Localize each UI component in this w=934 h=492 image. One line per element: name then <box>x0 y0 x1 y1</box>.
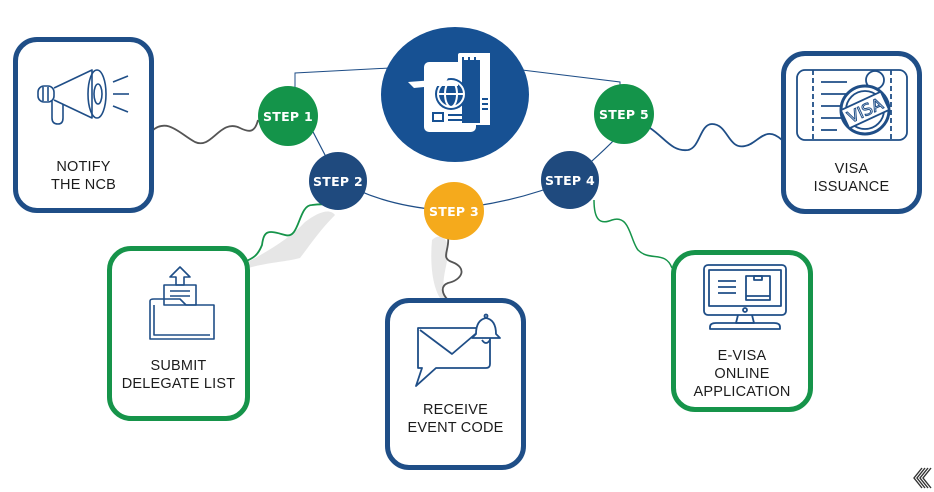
card-submit-delegate-list[interactable]: SUBMIT DELEGATE LIST <box>107 246 250 421</box>
card-evisa-online-application-label: E-VISA ONLINE APPLICATION <box>693 348 791 400</box>
card-receive-event-code[interactable]: RECEIVE EVENT CODE <box>385 298 526 470</box>
brand-chevron-logo-icon <box>913 467 932 489</box>
connector-shadow-step2 <box>248 211 335 268</box>
step-3-circle[interactable]: STEP 3 <box>424 182 484 240</box>
connector-shadow-step3 <box>431 236 449 298</box>
step-5-circle[interactable]: STEP 5 <box>594 84 654 144</box>
megaphone-icon <box>37 69 129 125</box>
step-1-circle[interactable]: STEP 1 <box>258 86 318 146</box>
connector-step3-card <box>441 236 463 301</box>
mail-notification-icon <box>415 313 501 387</box>
connector-step4-card <box>593 199 673 269</box>
connector-step5-card <box>649 123 783 151</box>
step-2-label: STEP 2 <box>312 173 364 189</box>
step-3-label: STEP 3 <box>428 203 480 219</box>
card-evisa-online-application[interactable]: E-VISA ONLINE APPLICATION <box>671 250 813 412</box>
folder-upload-icon <box>149 266 215 340</box>
card-visa-issuance[interactable]: VISA VISA ISSUANCE <box>781 51 922 214</box>
card-notify-ncb[interactable]: NOTIFY THE NCB <box>13 37 154 213</box>
card-visa-issuance-label: VISA ISSUANCE <box>813 161 890 195</box>
step-4-circle[interactable]: STEP 4 <box>541 151 599 209</box>
hub-frame-line <box>294 67 391 92</box>
passport-globe-plane-icon <box>408 53 490 132</box>
card-notify-ncb-label: NOTIFY THE NCB <box>50 159 117 193</box>
connector-step2-card <box>243 203 333 263</box>
computer-monitor-icon <box>703 264 787 330</box>
step-2-circle[interactable]: STEP 2 <box>309 152 367 210</box>
step-1-label: STEP 1 <box>262 108 314 124</box>
hub-frame-line-right <box>521 69 621 92</box>
connector-step1-card <box>152 119 259 145</box>
visa-stamp-icon: VISA <box>796 69 908 141</box>
step-5-label: STEP 5 <box>598 106 650 122</box>
card-submit-delegate-list-label: SUBMIT DELEGATE LIST <box>121 358 236 392</box>
card-receive-event-code-label: RECEIVE EVENT CODE <box>407 402 504 436</box>
step-4-label: STEP 4 <box>544 172 596 188</box>
